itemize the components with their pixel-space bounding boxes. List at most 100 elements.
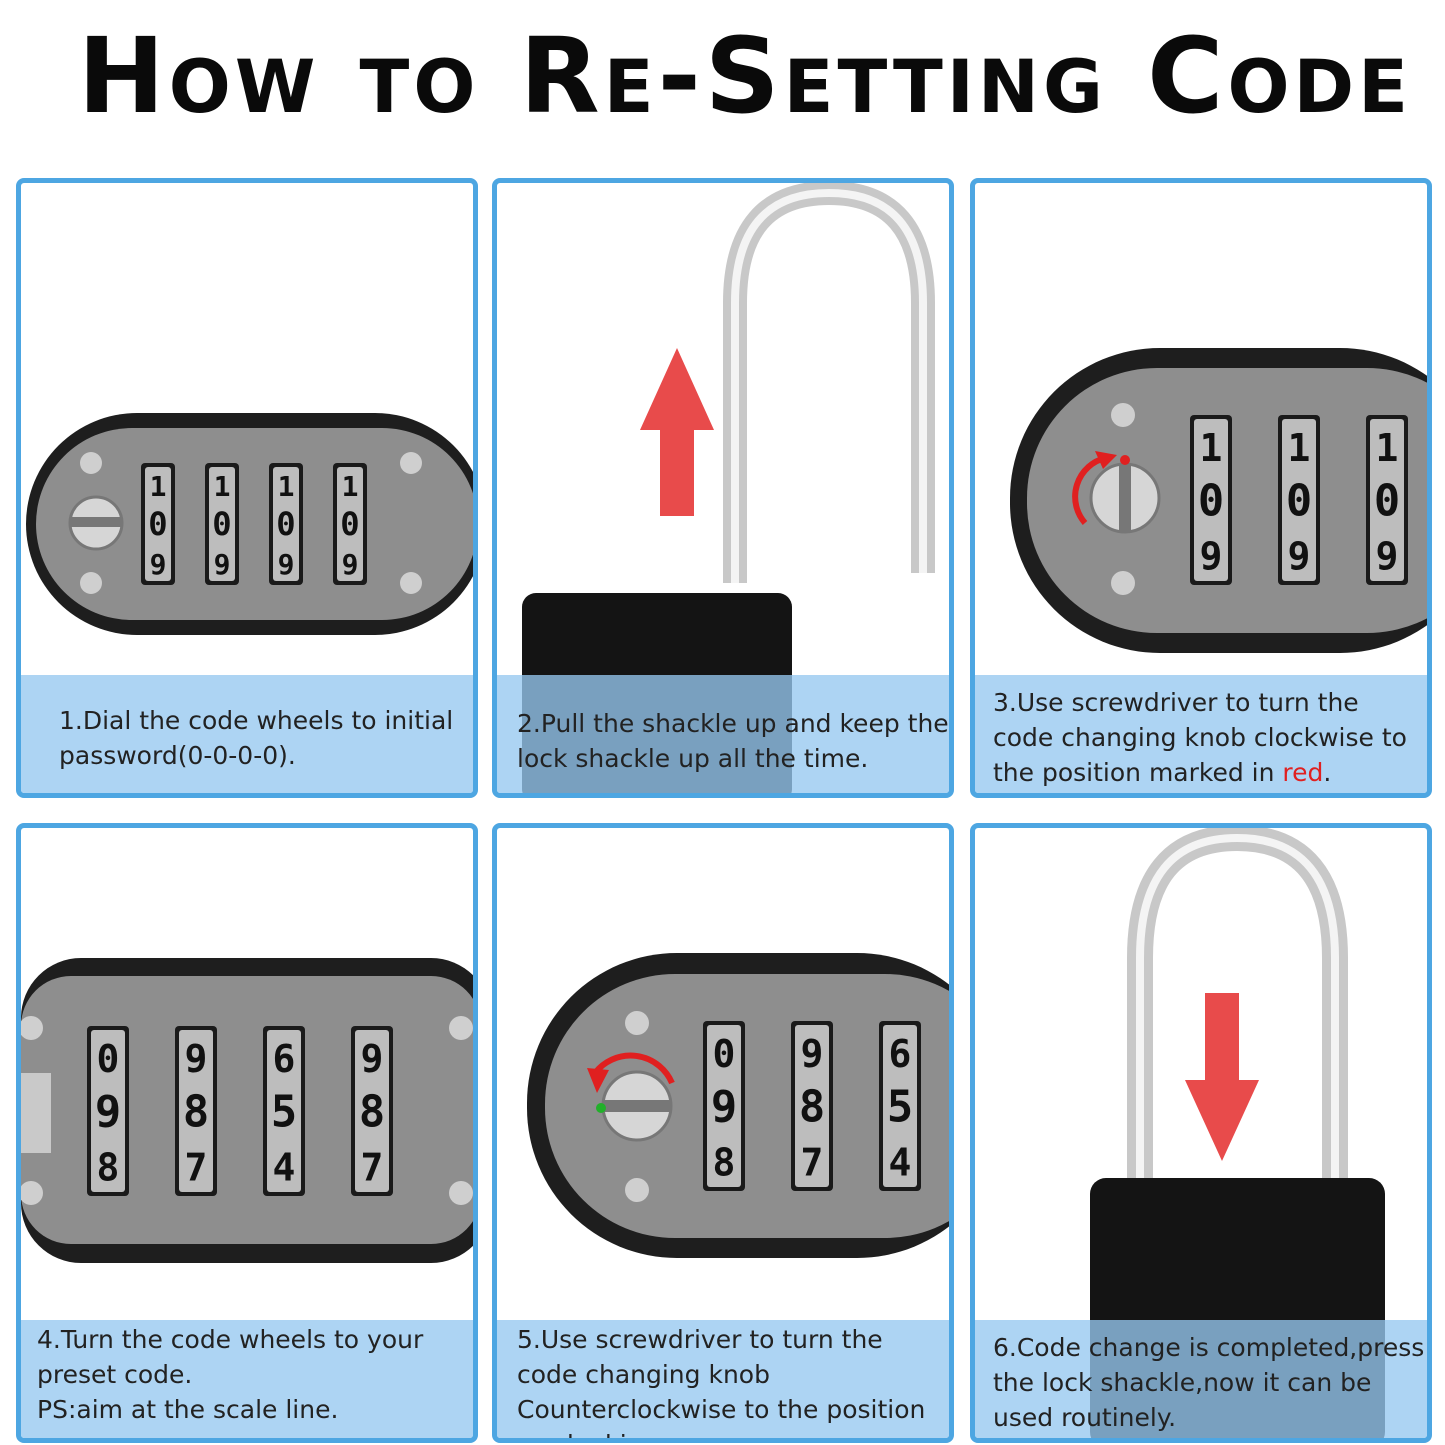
code-wheel-face [355, 1030, 389, 1192]
wheel-digit: 1 [150, 470, 167, 503]
code-knob-icon [1089, 462, 1161, 534]
counterclockwise-arrow-icon [592, 1052, 675, 1085]
step-2-caption: 2.Pull the shackle up and keep the lock … [497, 675, 949, 793]
wheel-digit: 9 [185, 1037, 208, 1081]
wheel-digit: 5 [271, 1086, 297, 1137]
code-wheel-face [1370, 419, 1404, 581]
wheel-digit: 9 [214, 548, 231, 581]
wheel-digit: 1 [214, 470, 231, 503]
caption-text: 3.Use screwdriver to turn the code chang… [993, 688, 1407, 787]
wheel-digit: 9 [150, 548, 167, 581]
wheel-digit: 0 [1286, 475, 1312, 526]
wheel-digit: 9 [1376, 535, 1399, 579]
wheel-digit: 0 [97, 1037, 120, 1081]
highlight-green: green [650, 1430, 722, 1438]
step-3-caption: 3.Use screwdriver to turn the code chang… [975, 675, 1427, 793]
caption-line: lock shackle up all the time. [517, 744, 869, 773]
wheel-digit: 1 [1200, 426, 1223, 470]
highlight-red: red [1282, 758, 1324, 787]
code-wheel-face [883, 1025, 917, 1187]
wheel-digit: 0 [340, 505, 359, 543]
code-wheel-face [795, 1025, 829, 1187]
wheel-digit: 8 [359, 1086, 385, 1137]
wheel-digit: 0 [713, 1032, 736, 1076]
wheel-digit: 8 [183, 1086, 209, 1137]
wheel-digit: 6 [889, 1032, 912, 1076]
knob-counterclockwise-illustration: 0 9 8 9 8 7 6 5 4 [527, 953, 949, 1258]
step-3-panel: 1 0 9 1 0 9 1 0 9 3.Use screwdriver to turn the … [970, 178, 1432, 798]
wheel-digit: 9 [95, 1086, 121, 1137]
code-wheel-face [145, 467, 171, 581]
code-wheel-face [707, 1025, 741, 1187]
step-4-caption: 4.Turn the code wheels to your preset co… [21, 1320, 473, 1438]
caption-line: PS:aim at the scale line. [37, 1395, 339, 1424]
caption-line: used routinely. [993, 1403, 1177, 1432]
step-5-caption: 5.Use screwdriver to turn the code chang… [497, 1320, 949, 1438]
caption-text: . [1323, 758, 1332, 787]
wheel-digit: 1 [342, 470, 359, 503]
arrow-up-icon [640, 348, 714, 516]
wheel-digit: 0 [148, 505, 167, 543]
code-wheel-face [91, 1030, 125, 1192]
wheel-digit: 1 [278, 470, 295, 503]
caption-line: 1.Dial the code wheels to initial [59, 706, 454, 735]
wheel-digit: 1 [1376, 426, 1399, 470]
caption-line: password(0-0-0-0). [59, 741, 296, 770]
wheel-digit: 0 [1198, 475, 1224, 526]
code-wheels: 0 9 8 9 8 7 6 5 4 9 8 7 [87, 1026, 393, 1196]
code-knob-icon [601, 1070, 673, 1142]
wheel-digit: 9 [1200, 535, 1223, 579]
wheel-digit: 4 [273, 1146, 296, 1190]
wheel-digit: 5 [887, 1081, 913, 1132]
wheel-digit: 0 [212, 505, 231, 543]
code-wheel-face [209, 467, 235, 581]
wheel-digit: 0 [276, 505, 295, 543]
caption-line: 4.Turn the code wheels to your [37, 1325, 424, 1354]
knob-clockwise-illustration: 1 0 9 1 0 9 1 0 9 [1010, 348, 1427, 653]
preset-code-illustration: 0 9 8 9 8 7 6 5 4 9 8 7 [21, 958, 473, 1263]
caption-text: . [723, 1430, 731, 1438]
wheel-digit: 9 [361, 1037, 384, 1081]
wheel-digit: 9 [278, 548, 295, 581]
code-wheel-face [267, 1030, 301, 1192]
wheel-digit: 9 [1288, 535, 1311, 579]
wheel-digit: 0 [1374, 475, 1400, 526]
step-5-panel: 0 9 8 9 8 7 6 5 4 5.Use screwdriver to turn the … [492, 823, 954, 1443]
caption-text: 5.Use screwdriver to turn the code chang… [517, 1325, 926, 1438]
step-4-panel: 0 9 8 9 8 7 6 5 4 9 8 7 4.Turn the code wheels to y… [16, 823, 478, 1443]
arrow-down-icon [1185, 993, 1259, 1161]
step-6-panel: 6.Code change is completed,press the loc… [970, 823, 1432, 1443]
caption-line: 6.Code change is completed,press [993, 1333, 1425, 1362]
wheel-digit: 9 [342, 548, 359, 581]
wheel-digit: 7 [801, 1141, 824, 1185]
page-title: How to Re-Setting Code [77, 15, 1412, 137]
wheel-digit: 6 [273, 1037, 296, 1081]
wheel-digit: 8 [713, 1141, 736, 1185]
wheel-digit: 8 [799, 1081, 825, 1132]
wheel-digit: 8 [97, 1146, 120, 1190]
code-knob-icon [68, 495, 124, 551]
code-wheel-face [179, 1030, 213, 1192]
caption-line: 2.Pull the shackle up and keep the [517, 709, 949, 738]
code-wheel-face [273, 467, 299, 581]
code-wheel-face [337, 467, 363, 581]
caption-line: the lock shackle,now it can be [993, 1368, 1372, 1397]
code-wheels: 1 0 9 1 0 9 1 0 9 [1190, 415, 1408, 585]
wheel-digit: 9 [801, 1032, 824, 1076]
wheel-digit: 1 [1288, 426, 1311, 470]
step-2-panel: 2.Pull the shackle up and keep the lock … [492, 178, 954, 798]
step-6-caption: 6.Code change is completed,press the loc… [975, 1320, 1427, 1438]
code-wheel-face [1194, 419, 1228, 581]
wheel-digit: 7 [185, 1146, 208, 1190]
code-wheel-face [1282, 419, 1316, 581]
wheel-digit: 4 [889, 1141, 912, 1185]
wheel-digit: 7 [361, 1146, 384, 1190]
code-wheels: 0 9 8 9 8 7 6 5 4 [703, 1021, 921, 1191]
wheel-digit: 9 [711, 1081, 737, 1132]
caption-line: preset code. [37, 1360, 193, 1389]
step-1-caption: 1.Dial the code wheels to initial passwo… [21, 675, 473, 793]
clockwise-arrow-icon [1072, 455, 1106, 525]
